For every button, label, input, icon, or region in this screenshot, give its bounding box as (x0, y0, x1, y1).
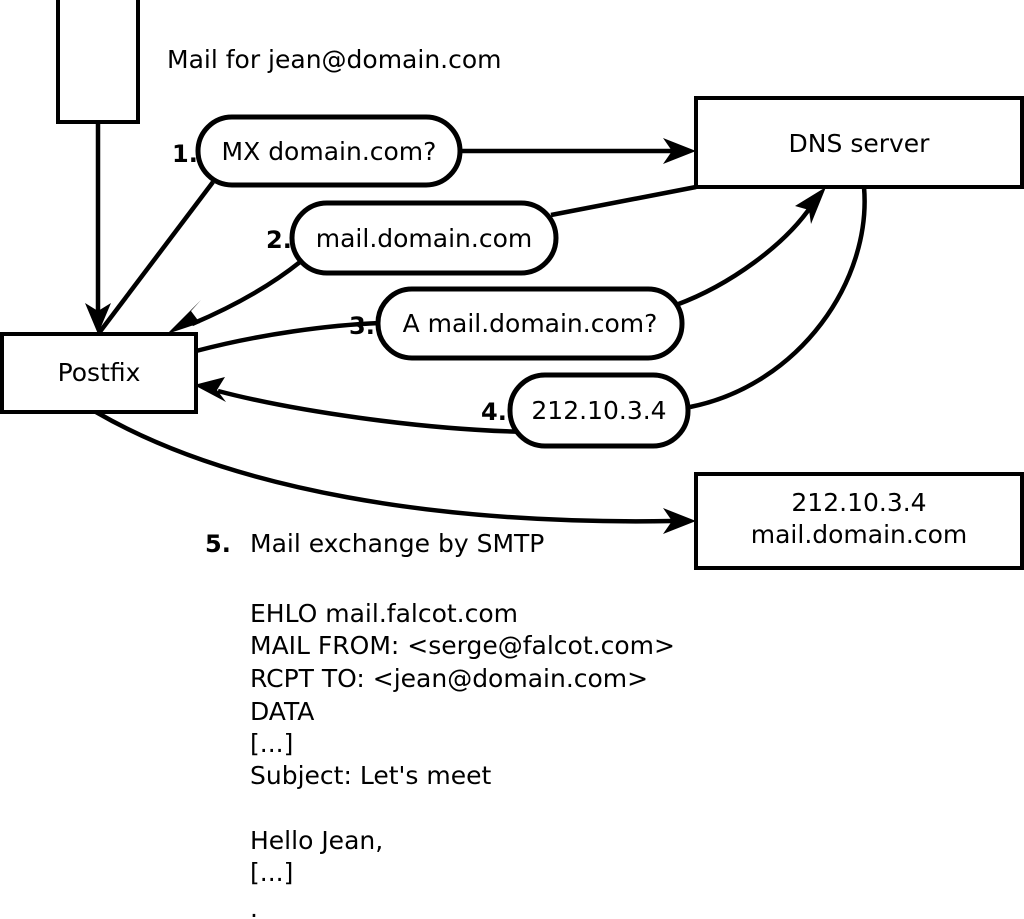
edge-dns-to-step2 (550, 184, 697, 218)
edge-step4-to-postfix (194, 377, 531, 435)
node-mail-server-box: 212.10.3.4 mail.domain.com (694, 472, 1024, 570)
transcript-line: Subject: Let's meet (250, 761, 491, 790)
transcript-line: DATA (250, 697, 314, 726)
edge-postfix-to-mailserver (94, 410, 696, 534)
node-mail-server-hostname: mail.domain.com (751, 520, 967, 549)
incoming-mail-caption: Mail for jean@domain.com (167, 45, 502, 74)
transcript-line: [...] (250, 729, 293, 758)
step-4-number: 4. (481, 398, 507, 426)
step-2-label: mail.domain.com (316, 224, 532, 253)
step-1-bubble: MX domain.com? (195, 114, 463, 188)
edge-step2-to-postfix (167, 260, 302, 334)
step-3-number: 3. (349, 312, 375, 340)
transcript-line: [...] (250, 858, 293, 887)
transcript-line: RCPT TO: <jean@domain.com> (250, 664, 648, 693)
node-dns-server-box: DNS server (694, 96, 1024, 189)
edge-dns-to-step4 (689, 186, 867, 410)
transcript-line: . (250, 894, 258, 919)
step-5-label: Mail exchange by SMTP (250, 529, 544, 558)
node-postfix-box: Postfix (0, 332, 198, 414)
edge-step3-to-dns (675, 187, 826, 308)
smtp-transcript: EHLO mail.falcot.com MAIL FROM: <serge@f… (250, 599, 675, 919)
node-dns-server-label: DNS server (789, 129, 931, 158)
step-4-bubble: 212.10.3.4 (507, 372, 691, 449)
node-client-box (56, 0, 140, 124)
node-mail-server-ip: 212.10.3.4 (791, 488, 926, 517)
step-2-number: 2. (266, 226, 292, 254)
step-4-label: 212.10.3.4 (531, 396, 666, 425)
edge-postfix-to-step3 (195, 320, 381, 354)
node-postfix-label: Postfix (58, 358, 141, 387)
transcript-line: MAIL FROM: <serge@falcot.com> (250, 631, 675, 660)
transcript-line: Hello Jean, (250, 826, 383, 855)
step-2-bubble: mail.domain.com (289, 200, 559, 276)
edge-step1-to-dns (460, 138, 696, 164)
edge-postfix-to-step1 (97, 180, 215, 335)
step-3-bubble: A mail.domain.com? (375, 286, 685, 361)
step-5-number: 5. (205, 530, 231, 558)
step-1-label: MX domain.com? (222, 137, 437, 166)
transcript-line: EHLO mail.falcot.com (250, 599, 518, 628)
step-3-label: A mail.domain.com? (403, 309, 658, 338)
step-1-number: 1. (172, 140, 198, 168)
edge-client-to-postfix (85, 120, 111, 334)
